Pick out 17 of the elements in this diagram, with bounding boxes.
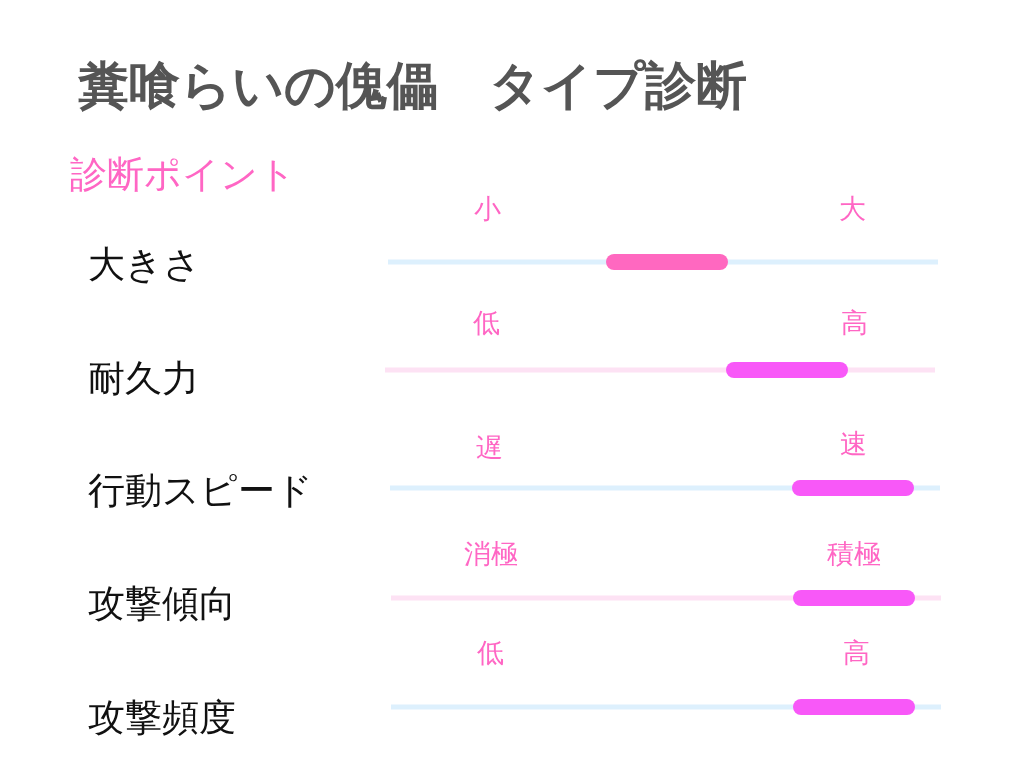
scale-label: 低 (472, 308, 500, 336)
scale-label: 大 (838, 194, 866, 222)
scale-label: 小 (473, 194, 501, 222)
scale-label: 高 (840, 308, 868, 336)
scale-label: 消極 (464, 539, 518, 567)
row-label: 攻撃頻度 (88, 698, 236, 736)
title: 糞喰らいの傀儡 タイプ診断 (78, 60, 747, 111)
scale-label: 遅 (475, 433, 503, 461)
scale-label: 低 (476, 638, 504, 666)
scale-label: 速 (839, 429, 867, 457)
row-label: 行動スピード (88, 471, 313, 509)
row-label: 大きさ (88, 245, 201, 283)
scale-label: 積極 (827, 539, 881, 567)
row-label: 耐久力 (88, 359, 199, 397)
section-heading: 診断ポイント (70, 156, 296, 193)
scale-label: 高 (842, 638, 870, 666)
row-label: 攻撃傾向 (88, 584, 236, 622)
